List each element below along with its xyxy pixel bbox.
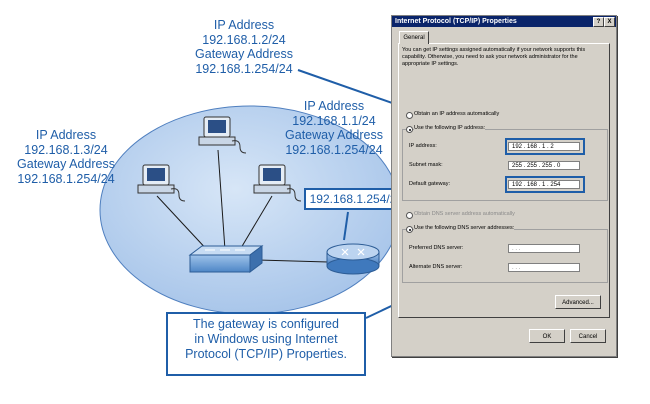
radio-auto-ip[interactable]	[406, 112, 413, 119]
alternate-dns-field[interactable]: . . .	[508, 263, 580, 272]
ok-button[interactable]: OK	[529, 329, 565, 343]
radio-use-dns[interactable]	[406, 226, 413, 233]
default-gateway-field[interactable]: 192 . 168 . 1 . 254	[508, 180, 580, 189]
radio-auto-ip-label: Obtain an IP address automatically	[414, 111, 500, 117]
advanced-button[interactable]: Advanced...	[555, 295, 601, 309]
callout-line-3: Protocol (TCP/IP) Properties.	[185, 347, 347, 361]
ip-address-group	[402, 129, 608, 201]
alternate-dns-label: Alternate DNS server:	[409, 264, 463, 270]
default-gateway-highlight	[505, 176, 585, 193]
pc-left-gateway-value: 192.168.1.254/24	[17, 171, 115, 186]
pc-left-ip-heading: IP Address	[35, 128, 97, 142]
subnet-mask-label: Subnet mask:	[409, 162, 443, 168]
pc-top-address-label: IP Address 192.168.1.2/24 Gateway Addres…	[178, 18, 310, 76]
pc-left-address-label: IP Address 192.168.1.3/24 Gateway Addres…	[0, 128, 132, 186]
preferred-dns-field[interactable]: . . .	[508, 244, 580, 253]
pc-right-address-label: IP Address 192.168.1.1/24 Gateway Addres…	[268, 99, 400, 157]
callout-line-1: The gateway is configured	[193, 317, 339, 331]
close-button[interactable]: X	[604, 17, 615, 27]
pc-top-ip-heading: IP Address	[213, 18, 275, 32]
general-tab-panel	[398, 43, 610, 318]
router-icon	[326, 243, 380, 275]
gateway-callout: The gateway is configured in Windows usi…	[166, 312, 366, 376]
pc-right-ip-heading: IP Address	[303, 99, 365, 113]
help-button[interactable]: ?	[593, 17, 604, 27]
router-address-box: 192.168.1.254/2	[304, 188, 402, 210]
subnet-mask-field[interactable]: 255 . 255 . 255 . 0	[508, 161, 580, 170]
pc-right-ip-value: 192.168.1.1/24	[292, 113, 376, 128]
pc-top-gateway-value: 192.168.1.254/24	[195, 61, 293, 76]
pc-left-icon	[137, 164, 186, 202]
dialog-title: Internet Protocol (TCP/IP) Properties	[395, 18, 517, 25]
ip-address-field[interactable]: 192 . 168 . 1 . 2	[508, 142, 580, 151]
switch-icon	[188, 245, 264, 273]
preferred-dns-label: Preferred DNS server:	[409, 245, 464, 251]
pc-right-icon	[253, 164, 302, 202]
dialog-description: You can get IP settings assigned automat…	[402, 47, 586, 67]
dialog-title-bar: Internet Protocol (TCP/IP) Properties ? …	[392, 16, 616, 27]
tab-general[interactable]: General	[399, 31, 429, 44]
pc-right-gateway-value: 192.168.1.254/24	[285, 142, 383, 157]
pc-left-gateway-heading: Gateway Address	[17, 157, 115, 171]
ip-address-highlight	[505, 138, 585, 155]
radio-auto-dns-label: Obtain DNS server address automatically	[414, 211, 515, 217]
ip-address-label: IP address:	[409, 143, 437, 149]
tcpip-properties-dialog: Internet Protocol (TCP/IP) Properties ? …	[391, 15, 617, 357]
network-links	[156, 149, 329, 263]
default-gateway-label: Default gateway:	[409, 181, 450, 187]
callout-line-2: in Windows using Internet	[194, 332, 338, 346]
radio-auto-dns[interactable]	[406, 212, 413, 219]
pc-top-icon	[198, 116, 247, 154]
radio-use-ip-label: Use the following IP address:	[414, 125, 486, 132]
radio-use-dns-label: Use the following DNS server addresses:	[414, 225, 515, 232]
pc-left-ip-value: 192.168.1.3/24	[24, 142, 108, 157]
pc-top-ip-value: 192.168.1.2/24	[202, 32, 286, 47]
dns-group	[402, 229, 608, 283]
cancel-button[interactable]: Cancel	[570, 329, 606, 343]
pc-right-gateway-heading: Gateway Address	[285, 128, 383, 142]
radio-use-ip[interactable]	[406, 126, 413, 133]
pc-top-gateway-heading: Gateway Address	[195, 47, 293, 61]
